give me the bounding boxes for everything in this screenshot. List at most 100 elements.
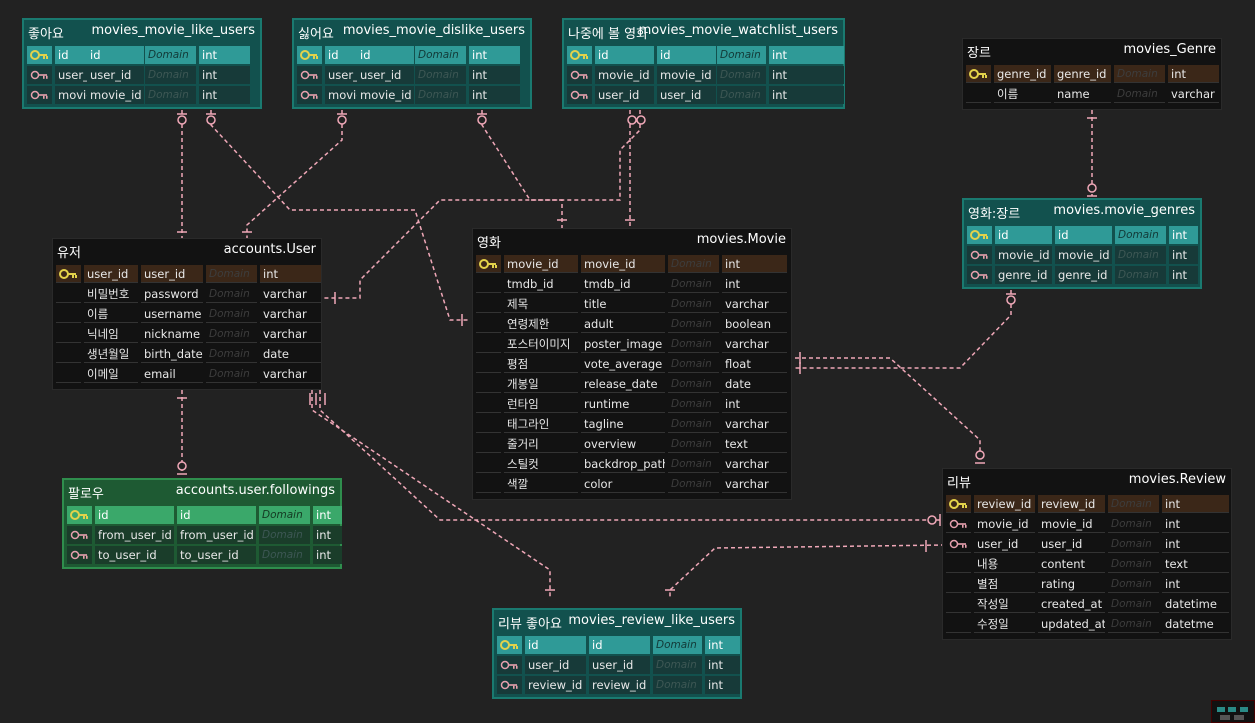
physical-name-cell: updated_at	[1038, 615, 1105, 633]
physical-name-cell: user_id	[589, 656, 650, 674]
logical-name-cell: user_id	[525, 656, 586, 674]
type-cell: varchar	[722, 415, 787, 433]
domain-cell: Domain	[668, 415, 719, 433]
primary-key-icon	[56, 265, 81, 283]
type-cell: int	[469, 46, 520, 64]
physical-name-cell: movie_id	[1038, 515, 1105, 533]
logical-name-cell: review_id	[525, 676, 586, 694]
domain-cell: Domain	[1114, 65, 1165, 83]
foreign-key-icon	[967, 266, 992, 284]
physical-name-cell: tagline	[581, 415, 665, 433]
key-slot	[476, 415, 501, 433]
table-title: movies_review_like_users	[568, 613, 735, 628]
physical-name-cell: user_id	[141, 265, 203, 283]
logical-name-cell: 스틸컷	[504, 455, 578, 473]
domain-cell: Domain	[1108, 535, 1159, 553]
table-label: 유저	[57, 246, 81, 261]
foreign-key-icon	[497, 656, 522, 674]
domain-cell: Domain	[668, 355, 719, 373]
physical-name-cell: password	[141, 285, 203, 303]
type-cell: int	[722, 255, 787, 273]
logical-name-cell: user_id	[974, 535, 1035, 553]
type-cell: varchar	[722, 455, 787, 473]
foreign-key-icon	[497, 676, 522, 694]
physical-name-cell: id	[657, 46, 716, 64]
logical-name-cell: 제목	[504, 295, 578, 313]
key-slot	[476, 395, 501, 413]
type-cell: datetme	[1162, 615, 1229, 633]
domain-cell: Domain	[1115, 246, 1166, 264]
key-slot	[56, 285, 81, 303]
key-slot	[56, 325, 81, 343]
type-cell: int	[1162, 535, 1229, 553]
physical-name-cell: user_id	[1038, 535, 1105, 553]
foreign-key-icon	[946, 515, 971, 533]
domain-cell: Domain	[1108, 615, 1159, 633]
type-cell: int	[769, 86, 844, 104]
type-cell: varchar	[722, 295, 787, 313]
foreign-key-icon	[27, 86, 52, 104]
type-cell: varchar	[260, 325, 321, 343]
domain-cell: Domain	[206, 365, 257, 383]
logical-name-cell: 닉네임	[84, 325, 138, 343]
domain-cell: Domain	[259, 526, 310, 544]
key-slot	[476, 275, 501, 293]
logical-name-cell: movie_id	[995, 246, 1052, 264]
link-movie-review	[795, 357, 981, 460]
logical-name-cell: 태그라인	[504, 415, 578, 433]
domain-cell: Domain	[206, 325, 257, 343]
key-slot	[476, 315, 501, 333]
logical-name-cell: id	[995, 226, 1052, 244]
physical-name-cell: user_id	[657, 86, 716, 104]
physical-name-cell: to_user_id	[177, 546, 256, 564]
logical-name-cell: 수정일	[974, 615, 1035, 633]
primary-key-icon	[67, 506, 92, 524]
domain-cell: Domain	[668, 255, 719, 273]
domain-cell: Domain	[668, 295, 719, 313]
minimap[interactable]	[1211, 700, 1255, 723]
logical-name-cell: from_user_id	[95, 526, 174, 544]
table-label: 좋아요	[28, 27, 64, 42]
logical-name-cell: 내용	[974, 555, 1035, 573]
logical-name-cell: id	[595, 46, 654, 64]
physical-name-cell: id	[1055, 226, 1112, 244]
table-title: movies.Movie	[696, 232, 786, 247]
link-user-reviewlike	[311, 390, 551, 598]
physical-name-cell: vote_average	[581, 355, 665, 373]
key-slot	[476, 335, 501, 353]
physical-name-cell: tmdb_id	[581, 275, 665, 293]
link-review-reviewlike	[669, 544, 946, 598]
domain-cell: Domain	[717, 46, 766, 64]
foreign-key-icon	[67, 546, 92, 564]
physical-name-cell: adult	[581, 315, 665, 333]
logical-name-cell: 개봉일	[504, 375, 578, 393]
type-cell: int	[1162, 515, 1229, 533]
table-label: 나중에 볼 영화	[568, 27, 649, 42]
table-label: 싫어요	[298, 27, 334, 42]
type-cell: int	[313, 506, 342, 524]
type-cell: int	[705, 676, 740, 694]
domain-cell: Domain	[1108, 555, 1159, 573]
type-cell: int	[469, 66, 520, 84]
physical-name-cell: color	[581, 475, 665, 493]
domain-cell: Domain	[717, 66, 766, 84]
physical-name-cell: rating	[1038, 575, 1105, 593]
table-title: accounts.user.followings	[175, 483, 335, 498]
type-cell: date	[260, 345, 321, 363]
foreign-key-icon	[567, 86, 592, 104]
type-cell: int	[1169, 246, 1198, 264]
key-slot	[56, 365, 81, 383]
domain-cell: Domain	[1115, 226, 1166, 244]
physical-name-cell: movie_id	[1055, 246, 1112, 264]
type-cell: int	[1169, 266, 1198, 284]
